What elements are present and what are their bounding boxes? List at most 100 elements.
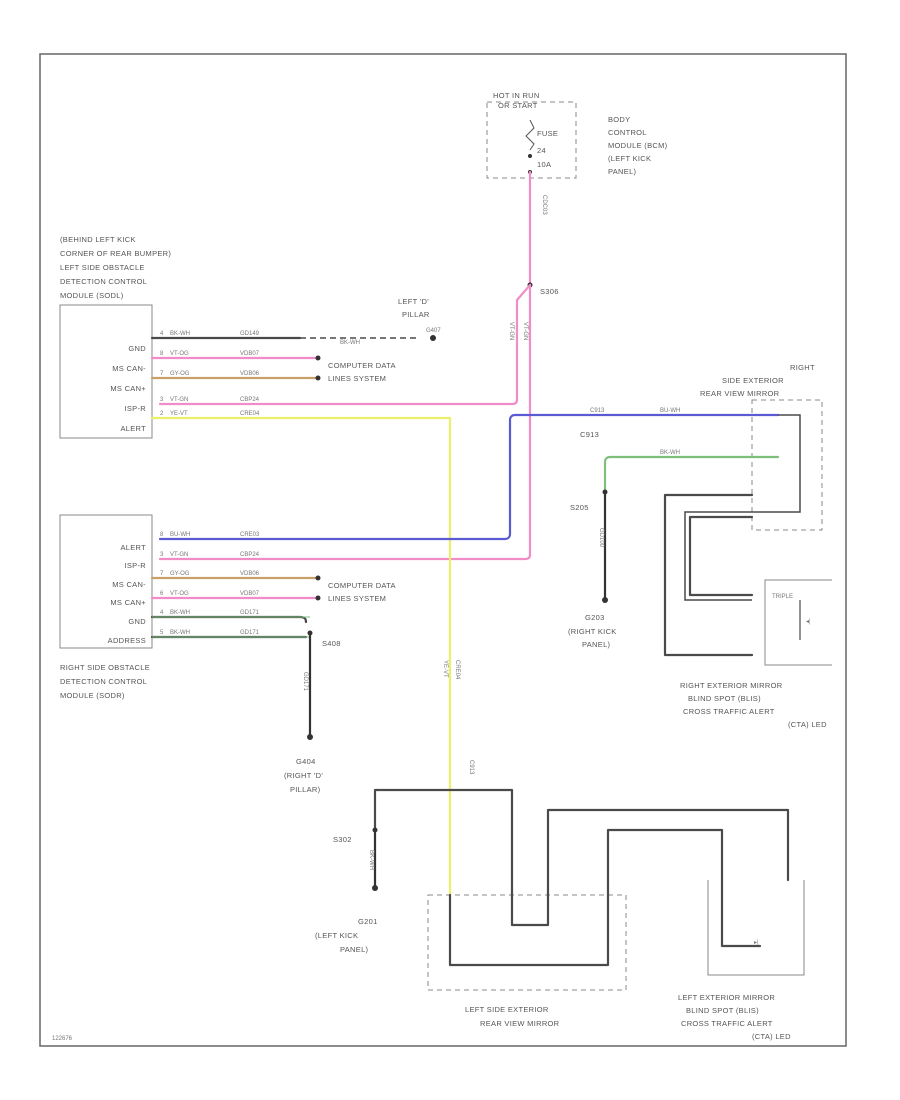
splice-s408 bbox=[307, 630, 313, 636]
right-bsm-box-label: TRIPLE bbox=[772, 594, 793, 600]
blue-wire-code: BU-WH bbox=[660, 408, 680, 414]
pink-code-left: VT-GN bbox=[508, 322, 514, 340]
sodr-pin-address: ADDRESS bbox=[108, 636, 146, 645]
pink-to-sodl bbox=[158, 283, 532, 406]
sodl-pin-ispr: ISP-R bbox=[124, 404, 146, 413]
fuse-rating: 10A bbox=[537, 160, 551, 169]
s302-label: S302 bbox=[333, 835, 352, 844]
bcm-label-3: MODULE (BCM) bbox=[608, 141, 668, 150]
sodr-module: ALERT ISP-R MS CAN- MS CAN+ GND ADDRESS … bbox=[59, 514, 153, 700]
sodl-title-2: CORNER OF REAR BUMPER) bbox=[60, 249, 171, 258]
left-mirror-label-1: LEFT SIDE EXTERIOR bbox=[465, 1005, 549, 1014]
ground-g201 bbox=[372, 885, 378, 891]
yellow-wire-code: YE-VT bbox=[442, 660, 448, 678]
sodr-wire-code-5: BK-WH bbox=[170, 610, 190, 616]
bcm-box bbox=[486, 101, 577, 179]
splice-s302 bbox=[372, 827, 378, 833]
sodl-wire-circ-2: VDB07 bbox=[240, 351, 260, 357]
g201-label-3: PANEL) bbox=[340, 945, 369, 954]
sodl-box bbox=[59, 304, 153, 439]
fuse-label: FUSE bbox=[537, 129, 558, 138]
s205-wire-code: GD100 bbox=[598, 528, 604, 548]
pillar-label-1: LEFT 'D' bbox=[398, 297, 429, 306]
right-mirror-signal bbox=[688, 515, 754, 597]
sodl-wires: 4 BK-WH GD149 8 VT-OG VDB07 7 GY-OG VDB0… bbox=[150, 297, 452, 420]
node-sodr-vdb07 bbox=[315, 595, 321, 601]
sodr-wire-code-1: BU-WH bbox=[170, 532, 190, 538]
right-mirror: RIGHT SIDE EXTERIOR REAR VIEW MIRROR BK-… bbox=[568, 363, 823, 657]
sodl-wire-code-3: GY-OG bbox=[170, 371, 190, 377]
g201-label-2: (LEFT KICK bbox=[315, 931, 358, 940]
bcm-label-1: BODY bbox=[608, 115, 630, 124]
sodl-module: (BEHIND LEFT KICK CORNER OF REAR BUMPER)… bbox=[59, 235, 171, 439]
yellow-conn: C913 bbox=[468, 760, 474, 775]
sodr-wire-code-6: BK-WH bbox=[170, 630, 190, 636]
cds-top-2: LINES SYSTEM bbox=[328, 374, 386, 383]
cds-bottom-2: LINES SYSTEM bbox=[328, 594, 386, 603]
sodr-wire-circ-5: GD171 bbox=[240, 610, 260, 616]
g203-label-3: PANEL) bbox=[582, 640, 611, 649]
sodr-wire-pin-1: 8 bbox=[160, 532, 164, 538]
sodr-pin-gnd: GND bbox=[128, 617, 146, 626]
sodl-wire-pin-3: 7 bbox=[160, 371, 164, 377]
green-wire bbox=[603, 455, 780, 492]
pink-code-right: VT-GN bbox=[522, 322, 528, 340]
sodl-wire-pin-5: 2 bbox=[160, 411, 164, 417]
sodr-wire-circ-1: CRE03 bbox=[240, 532, 260, 538]
sodl-wire-pin-1: 4 bbox=[160, 331, 164, 337]
right-bsm-label-2: BLIND SPOT (BLIS) bbox=[688, 694, 761, 703]
left-bsm-label-4: (CTA) LED bbox=[752, 1032, 791, 1041]
sodr-pin-mscan-minus: MS CAN- bbox=[112, 580, 146, 589]
s408-label: S408 bbox=[322, 639, 341, 648]
left-bsm-label-2: BLIND SPOT (BLIS) bbox=[686, 1006, 759, 1015]
sodr-pin-alert: ALERT bbox=[120, 543, 146, 552]
left-mirror-wire-2 bbox=[448, 828, 762, 967]
sodr-wire-circ-6: GD171 bbox=[240, 630, 260, 636]
sodr-title-2: DETECTION CONTROL bbox=[60, 677, 147, 686]
s302-wire-code: BK-WH bbox=[368, 850, 374, 870]
sodl-title-4: DETECTION CONTROL bbox=[60, 277, 147, 286]
sodr-wire-code-2: VT-GN bbox=[170, 552, 188, 558]
sodl-title-1: (BEHIND LEFT KICK bbox=[60, 235, 136, 244]
sodl-wire-pin-4: 3 bbox=[160, 397, 164, 403]
g404-label-2: (RIGHT 'D' bbox=[284, 771, 323, 780]
right-bsm: TRIPLE ◂| RIGHT EXTERIOR MIRROR BLIND SP… bbox=[680, 579, 832, 729]
sodr-wire-circ-3: VDB06 bbox=[240, 571, 260, 577]
sodl-pin-gnd: GND bbox=[128, 344, 146, 353]
sodr-wire-circ-2: CBP24 bbox=[240, 552, 260, 558]
sodr-wire-pin-2: 3 bbox=[160, 552, 164, 558]
splice-s306-label: S306 bbox=[540, 287, 559, 296]
g404-label: G404 bbox=[296, 757, 316, 766]
right-bsm-label-4: (CTA) LED bbox=[788, 720, 827, 729]
g203-label: G203 bbox=[585, 613, 605, 622]
fuse-wire-code: CDC03 bbox=[541, 195, 547, 215]
pink-to-sodr bbox=[158, 283, 532, 561]
pillar-code: G407 bbox=[426, 328, 441, 334]
sodl-wire-circ-1: GD149 bbox=[240, 331, 260, 337]
left-bsm-box bbox=[707, 880, 805, 976]
sodl-wire-pin-2: 8 bbox=[160, 351, 164, 357]
g404-label-3: PILLAR) bbox=[290, 785, 321, 794]
node-vdb07 bbox=[315, 355, 321, 361]
sodr-wire-pin-5: 4 bbox=[160, 610, 164, 616]
s408-wire-code: GD171 bbox=[302, 672, 308, 692]
ground-g404 bbox=[307, 734, 313, 740]
sodr-wire-code-4: VT-OG bbox=[170, 591, 189, 597]
g203-label-2: (RIGHT KICK bbox=[568, 627, 617, 636]
right-bsm-led-icon: ◂| bbox=[806, 619, 811, 625]
sodl-wire-code-2: VT-OG bbox=[170, 351, 189, 357]
diagram-frame bbox=[39, 53, 847, 1047]
right-mirror-label-1: RIGHT bbox=[790, 363, 815, 372]
sodr-wire-pin-4: 6 bbox=[160, 591, 164, 597]
blue-run: C913 C913 BU-WH bbox=[158, 408, 780, 541]
sodl-title-5: MODULE (SODL) bbox=[60, 291, 124, 300]
sodl-pin-mscan-plus: MS CAN+ bbox=[110, 384, 146, 393]
left-mirror: S302 BK-WH G201 (LEFT KICK PANEL) LEFT S… bbox=[315, 788, 790, 1028]
left-mirror-label-2: REAR VIEW MIRROR bbox=[480, 1019, 560, 1028]
sodl-pin-alert: ALERT bbox=[120, 424, 146, 433]
fuse-title-2: OR START bbox=[498, 101, 538, 110]
right-mirror-internal-1 bbox=[684, 414, 801, 601]
footer-code: 122676 bbox=[52, 1036, 73, 1042]
right-bsm-label-1: RIGHT EXTERIOR MIRROR bbox=[680, 681, 783, 690]
bcm-label-4: (LEFT KICK bbox=[608, 154, 651, 163]
